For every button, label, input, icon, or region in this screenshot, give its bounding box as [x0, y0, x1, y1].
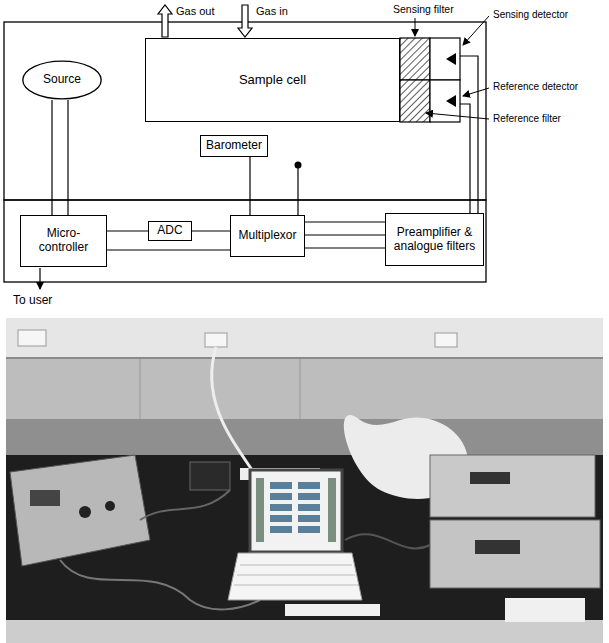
- photo-cabinet-line: [140, 359, 141, 419]
- photo-outlet: [435, 333, 457, 347]
- callout-label: To user: [12, 293, 53, 307]
- photo-display: [475, 540, 520, 554]
- photo-cabinet-line: [300, 359, 301, 419]
- signal-line: [107, 230, 148, 231]
- reference-filter: [400, 80, 430, 122]
- photo-keys: [234, 585, 358, 586]
- photo-paper-label: [285, 604, 380, 616]
- photo-outlet: [205, 333, 227, 347]
- signal-line: [305, 234, 385, 235]
- photo-screen-tile: [298, 515, 320, 522]
- photo-keys: [237, 575, 355, 576]
- photo-wall: [6, 318, 603, 358]
- photo-screen-panel: [328, 478, 336, 542]
- signal-wire: [297, 168, 298, 215]
- photo-screen-tile: [270, 482, 292, 489]
- leader-line: [463, 16, 489, 45]
- leader-line: [426, 113, 489, 119]
- photo-desk-edge: [6, 620, 603, 643]
- node-text: Barometer: [206, 139, 262, 153]
- node-text: ADC: [157, 224, 182, 238]
- photo-screen-tile: [298, 493, 320, 500]
- ellipse-outline: [23, 61, 101, 99]
- photo-instrument: [10, 455, 150, 566]
- signal-line: [249, 157, 250, 215]
- node-text: Micro- controller: [25, 227, 102, 255]
- source-ellipse: Source: [22, 60, 102, 100]
- photo-paper-label: [505, 598, 585, 622]
- leader-line: [415, 18, 416, 36]
- electronics-housing: [4, 200, 486, 282]
- photo-screen-panel: [256, 478, 264, 542]
- gas-in-arrow: [238, 5, 252, 37]
- signal-wire: [460, 104, 470, 213]
- photo-instrument-panel: [30, 490, 60, 506]
- photo-screen-tile: [298, 482, 320, 489]
- photo-display: [470, 472, 510, 484]
- photo-laptop-base: [228, 553, 362, 600]
- callout-label: Sensing filter: [392, 3, 455, 16]
- node-text: Source: [43, 73, 81, 87]
- node-text: Multiplexor: [238, 229, 296, 243]
- photo-knob: [105, 501, 115, 511]
- photo-ground: [6, 318, 603, 643]
- callout-label: Reference detector: [492, 81, 579, 93]
- photo-keys: [240, 565, 352, 566]
- photo-knob: [79, 506, 91, 518]
- photo-shelf-edge: [6, 357, 603, 359]
- photo-outlet: [18, 330, 46, 346]
- photo-cable: [60, 560, 260, 609]
- signal-line: [107, 249, 230, 250]
- sensing-detector: [430, 38, 460, 80]
- photo-cabinet: [6, 359, 603, 419]
- microcontroller-box: Micro- controller: [20, 215, 107, 267]
- photo-cable: [345, 534, 430, 548]
- photo-adapter: [190, 462, 230, 490]
- photo-cable: [140, 490, 230, 520]
- photo-backsplash: [6, 419, 603, 457]
- sensor-dot: [295, 162, 302, 169]
- sensor-housing: [4, 22, 486, 200]
- photo-screen-tile: [270, 493, 292, 500]
- detector-symbol: [446, 53, 456, 65]
- gas-out-arrow: [158, 5, 172, 37]
- photo-laptop-screen: [250, 470, 342, 552]
- signal-line: [192, 230, 230, 231]
- multiplexor-box: Multiplexor: [230, 215, 305, 257]
- photo-screen-tile: [270, 515, 292, 522]
- callout-label: Gas out: [175, 5, 216, 18]
- signal-line: [305, 221, 385, 222]
- signal-line: [51, 100, 52, 215]
- callout-label: Reference filter: [492, 113, 562, 125]
- photo-screen-tile: [298, 526, 320, 533]
- signal-line: [67, 100, 68, 215]
- adc-box: ADC: [148, 221, 192, 241]
- photo-cable: [212, 347, 252, 470]
- node-text: Preamplifier & analogue filters: [390, 226, 479, 254]
- photo-screen-tile: [298, 504, 320, 511]
- sensing-filter: [400, 38, 430, 80]
- barometer-box: Barometer: [200, 135, 268, 157]
- photo-analyser: [430, 455, 595, 517]
- signal-line: [305, 247, 385, 248]
- photo-screen-tile: [270, 504, 292, 511]
- photo-desk: [6, 455, 603, 621]
- node-text: Sample cell: [239, 73, 306, 88]
- photo-analyser: [430, 520, 600, 588]
- detector-symbol: [446, 95, 456, 107]
- leader-line: [463, 88, 489, 96]
- signal-wire: [460, 56, 478, 213]
- photo-screen-tile: [270, 526, 292, 533]
- output-arrow: [39, 268, 40, 289]
- callout-label: Gas in: [255, 5, 289, 18]
- sample-cell: Sample cell: [145, 38, 400, 122]
- callout-label: Sensing detector: [492, 9, 569, 21]
- preamplifier-box: Preamplifier & analogue filters: [385, 213, 484, 266]
